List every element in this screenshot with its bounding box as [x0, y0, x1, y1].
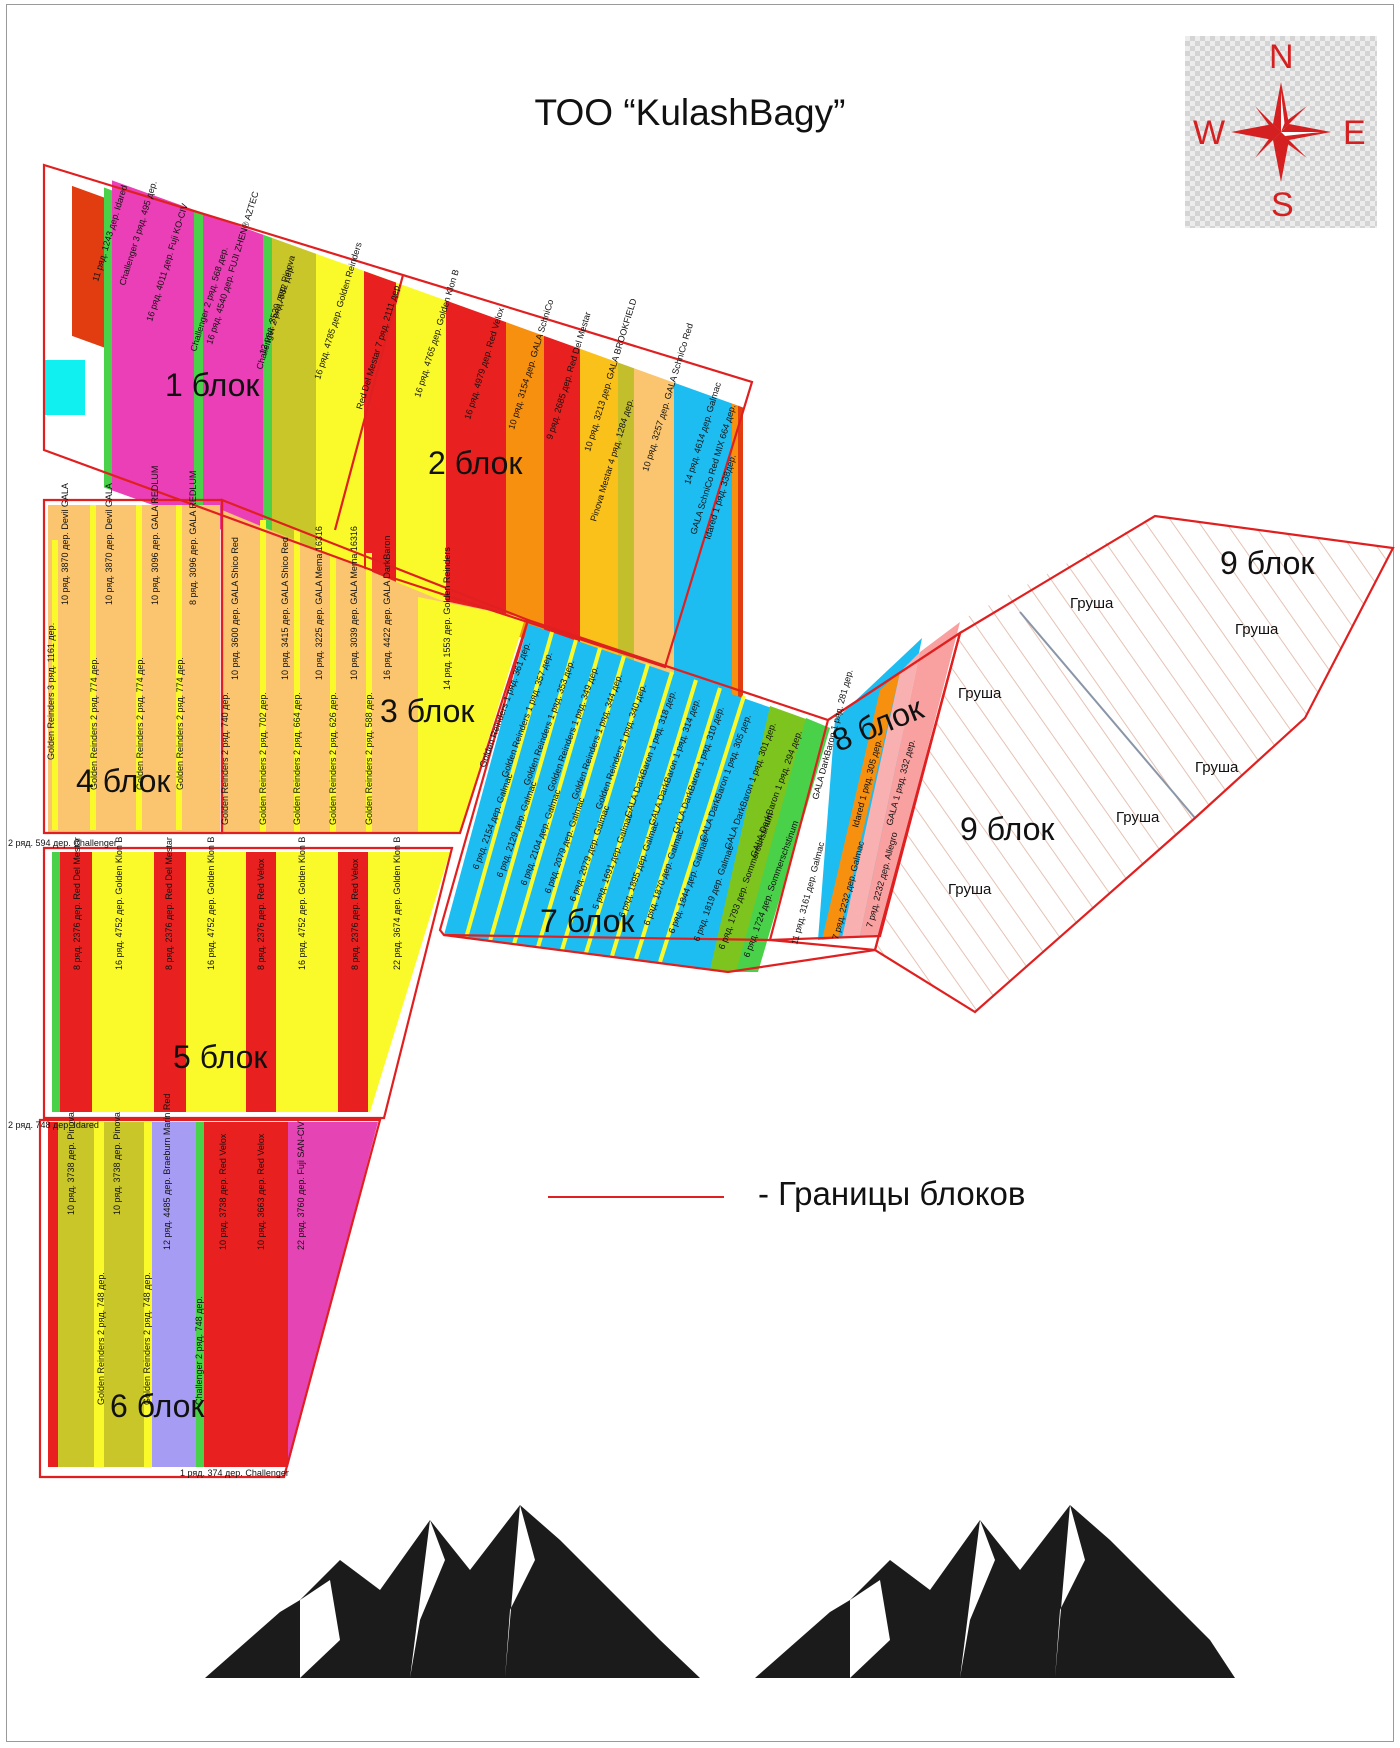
- strip-red-velox: [446, 300, 506, 633]
- row-label: 8 ряд. 3096 дер. GALA REDLUM: [188, 471, 198, 605]
- row-label: 16 ряд. 4752 дер. Golden Klon B: [114, 837, 124, 970]
- block-label-9-south: 9 блок: [960, 811, 1055, 847]
- compass-east: E: [1343, 114, 1366, 152]
- block-labels: 1 блок 2 блок 3 блок 4 блок 5 блок 6 бло…: [76, 367, 1315, 1424]
- strip-idared: [72, 185, 104, 348]
- strip-red-del-mestar-2: [544, 335, 580, 659]
- compass-south: S: [1271, 186, 1294, 224]
- side-note: 2 ряд. 594 дер. Challenger: [8, 838, 117, 848]
- row-label: 16 ряд. 4752 дер. Golden Klon B: [297, 837, 307, 970]
- block-label-4: 4 блок: [76, 763, 171, 799]
- strip-challenger-1: [104, 187, 112, 491]
- row-label: Golden Reinders 2 ряд. 748 дер.: [142, 1272, 152, 1405]
- row-label: 10 ряд. 3225 дер. GALA Mema 16316: [314, 526, 324, 680]
- row-label: Challenger 2 ряд. 748 дер.: [194, 1296, 204, 1405]
- row-label: 22 ряд. 3760 дер. Fuji SAN-CIV: [296, 1121, 306, 1250]
- page-title: ТОО “KulashBagy”: [534, 92, 846, 133]
- row-label: Golden Reinders 2 ряд. 740 дер.: [220, 692, 230, 825]
- row-label: 8 ряд. 2376 дер. Red Velox: [256, 858, 266, 970]
- block-boundaries: [38, 163, 1395, 1479]
- block-label-7: 7 блок: [540, 903, 635, 939]
- strip-gala-mix: [732, 403, 738, 716]
- row-label: 10 ряд. 3039 дер. GALA Mema 16316: [349, 526, 359, 680]
- strip-red-del-mestar: [364, 271, 396, 593]
- cyan-plot: [45, 360, 85, 415]
- strip-challenger-3: [263, 234, 272, 548]
- strip-pinova: [272, 237, 316, 564]
- pear-label: Груша: [948, 881, 992, 898]
- block-8: [818, 622, 960, 940]
- mountains-right: [755, 1505, 1235, 1678]
- row-label: 8 ряд. 2376 дер. Red Del Mestar: [72, 837, 82, 970]
- block-label-9-north: 9 блок: [1220, 545, 1315, 581]
- compass-star-icon: [1231, 82, 1331, 182]
- block-4: [48, 505, 220, 833]
- map-frame: [6, 4, 1394, 1742]
- side-note: 1 ряд. 374 дер. Challenger: [180, 1468, 289, 1478]
- mountains-left: [205, 1505, 700, 1678]
- block-label-5: 5 блок: [173, 1039, 268, 1075]
- row-label: Golden Reinders 2 ряд. 588 дер.: [364, 692, 374, 825]
- strip-challenger-2: [194, 209, 203, 524]
- row-label: 10 ряд. 3738 дер. Red Velox: [218, 1133, 228, 1250]
- row-label: 10 ряд. 3870 дер. Devil GALA: [104, 483, 114, 605]
- block-label-6: 6 блок: [110, 1388, 205, 1424]
- pear-label: Груша: [958, 685, 1002, 702]
- side-notes: 2 ряд. 594 дер. Challenger 2 ряд. 748 де…: [8, 838, 289, 1478]
- row-label: Golden Reinders 2 ряд. 774 дер.: [175, 657, 185, 790]
- strip-gala-schnico: [506, 322, 544, 646]
- block-3: [222, 510, 525, 833]
- pear-label: Груша: [1195, 759, 1239, 776]
- legend-label: - Границы блоков: [758, 1175, 1026, 1212]
- row-label: Golden Reinders 2 ряд. 774 дер.: [89, 657, 99, 790]
- row-label: Golden Reinders 2 ряд. 664 дер.: [292, 692, 302, 825]
- row-label: 10 ряд. 3600 дер. GALA Shico Red: [230, 537, 240, 680]
- row-label: 10 ряд. 3096 дер. GALA REDLUM: [150, 466, 160, 605]
- pear-labels: Груша Груша Груша Груша Груша Груша: [948, 595, 1279, 898]
- block-label-3: 3 блок: [380, 693, 475, 729]
- block-5: [52, 852, 450, 1112]
- compass-rose: N W E S: [1185, 36, 1377, 228]
- block-7: [444, 624, 830, 972]
- row-label: Golden Reinders 2 ряд. 702 дер.: [258, 692, 268, 825]
- row-label: 16 ряд. 4752 дер. Golden Klon B: [206, 837, 216, 970]
- row-label: Golden Reinders 2 ряд. 774 дер.: [135, 657, 145, 790]
- row-label: 10 ряд. 3738 дер. Pinova: [66, 1112, 76, 1215]
- strip-idared-2: [738, 405, 743, 718]
- strip-golden-klon-b: [398, 283, 446, 611]
- row-label: 10 ряд. 3415 дер. GALA Shico Red: [280, 537, 290, 680]
- row-label: 22 ряд. 3674 дер. Golden Klon B: [392, 837, 402, 970]
- pear-label: Груша: [1235, 621, 1279, 638]
- block-9-divider: [1019, 611, 1196, 819]
- row-label: 16 ряд. 4422 дер. GALA DarkBaron: [382, 536, 392, 680]
- block-label-1: 1 блок: [165, 367, 260, 403]
- row-label: 8 ряд. 2376 дер. Red Del Mestar: [164, 837, 174, 970]
- row-label: Golden Reinders 3 ряд. 1161 дер.: [46, 623, 56, 760]
- strip-gala-schnico-red: [634, 368, 674, 693]
- side-note: 2 ряд. 748 дер. Idared: [8, 1120, 99, 1130]
- row-label: Golden Reinders 2 ряд. 748 дер.: [96, 1272, 106, 1405]
- row-label: 8 ряд. 2376 дер. Red Velox: [350, 858, 360, 970]
- pear-label: Груша: [1116, 809, 1160, 826]
- row-label: 12 ряд. 4485 дер. Braeburn Marin Red: [162, 1094, 172, 1250]
- strip-fuji-zhen: [203, 213, 263, 545]
- strip-galmac: [674, 382, 732, 714]
- row-label: 10 ряд. 3663 дер. Red Velox: [256, 1133, 266, 1250]
- pear-label: Груша: [1070, 595, 1114, 612]
- row-label: 10 ряд. 3870 дер. Devil GALA: [60, 483, 70, 605]
- compass-north: N: [1269, 38, 1294, 76]
- compass-west: W: [1193, 114, 1226, 152]
- block-9-hatch: [875, 516, 1393, 1012]
- row-label: 10 ряд. 3738 дер. Pinova: [112, 1112, 122, 1215]
- row-label: 14 ряд. 1553 дер. Golden Reinders: [442, 547, 452, 690]
- row-label: Golden Reinders 2 ряд. 626 дер.: [328, 692, 338, 825]
- strip-gala-brookfield: [580, 348, 618, 673]
- strip-fuji-ko-civ: [112, 180, 194, 520]
- block-1-2-strips: [72, 180, 743, 718]
- strip-pinova-mestar: [618, 362, 634, 679]
- block-label-2: 2 блок: [428, 445, 523, 481]
